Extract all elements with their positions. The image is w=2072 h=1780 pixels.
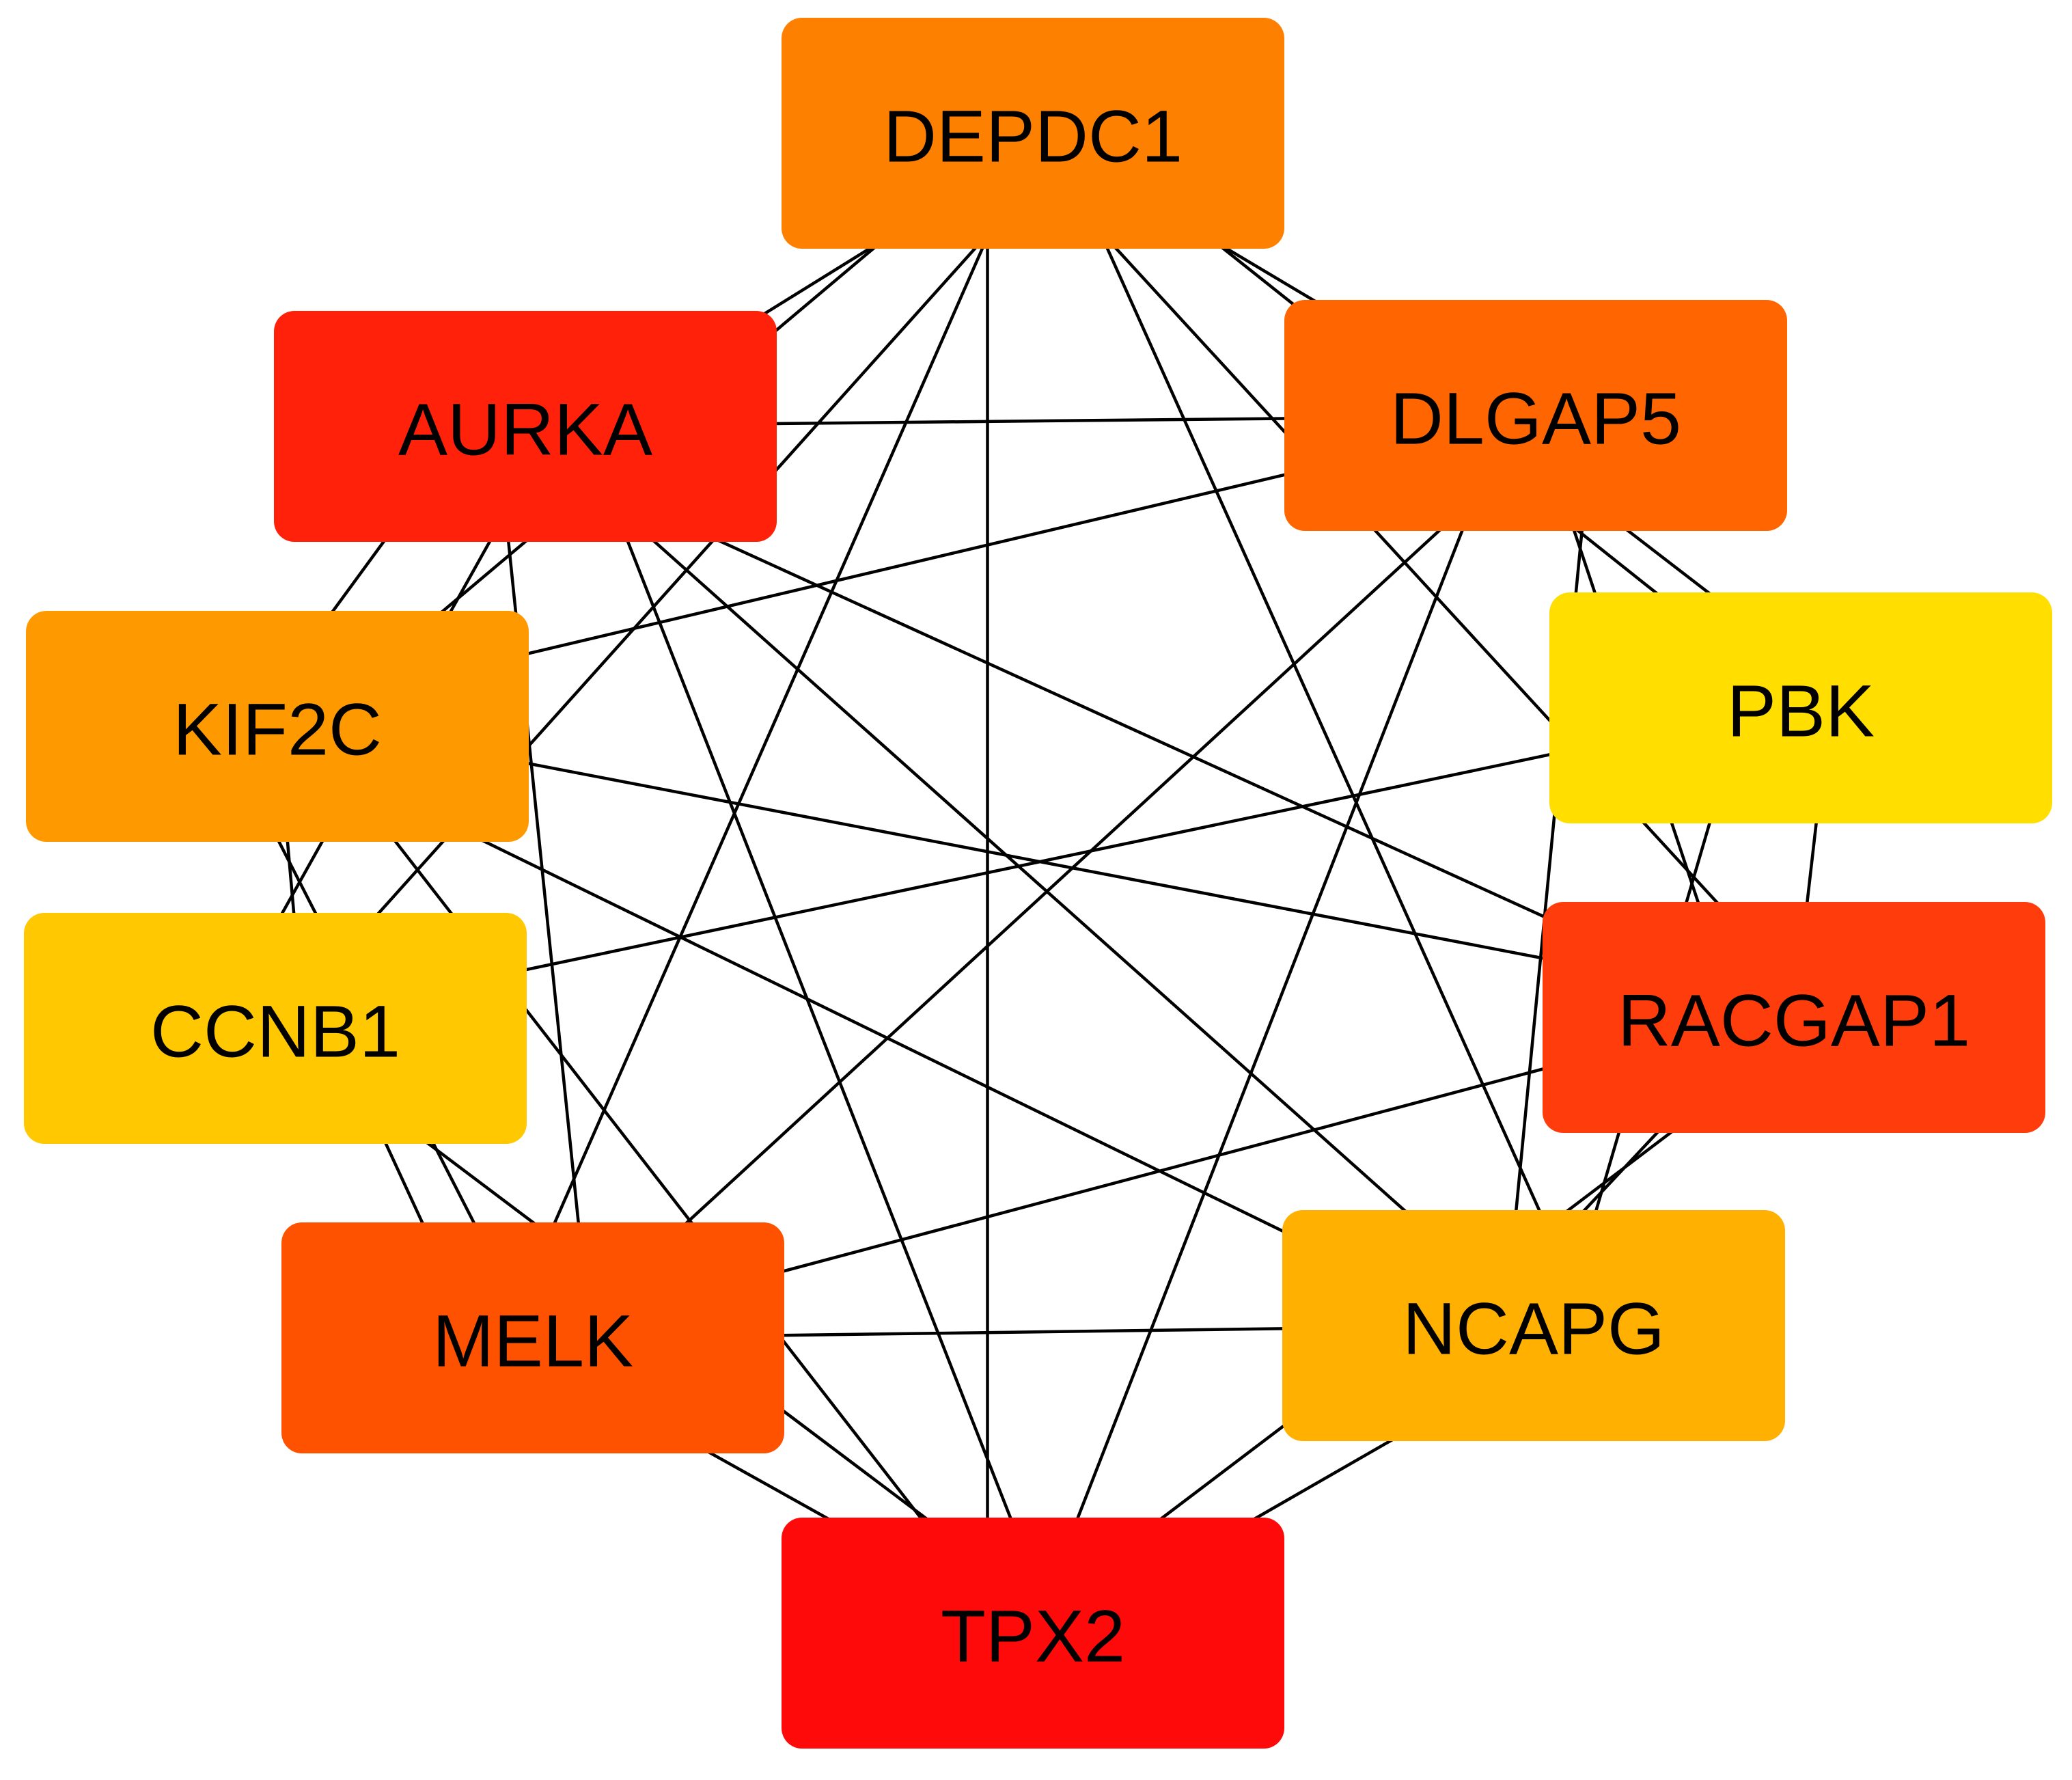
edge-depdc1-melk [502, 133, 1035, 1339]
node-box-ncapg [1282, 1210, 1785, 1441]
node-label-depdc1: DEPDC1 [883, 95, 1183, 178]
node-ncapg[interactable]: NCAPG [1282, 1210, 1785, 1441]
node-tpx2[interactable]: TPX2 [782, 1518, 1284, 1749]
node-box-melk [281, 1222, 784, 1453]
node-depdc1[interactable]: DEPDC1 [782, 18, 1284, 249]
node-melk[interactable]: MELK [281, 1222, 784, 1453]
edge-depdc1-racgap1 [1009, 132, 1824, 1019]
edge-tpx2-kif2c [305, 725, 1012, 1634]
node-box-ccnb1 [24, 913, 527, 1144]
node-label-kif2c: KIF2C [173, 688, 382, 771]
edge-dlgap5-tpx2 [1031, 415, 1509, 1634]
node-box-tpx2 [782, 1518, 1284, 1749]
node-dlgap5[interactable]: DLGAP5 [1284, 300, 1787, 531]
node-box-racgap1 [1543, 902, 2045, 1133]
node-box-kif2c [26, 611, 529, 842]
edge-depdc1-ccnb1 [274, 132, 1080, 1030]
edge-ncapg-aurka [524, 425, 1535, 1327]
node-box-aurka [274, 311, 777, 542]
node-pbk[interactable]: PBK [1549, 592, 2052, 823]
node-label-pbk: PBK [1727, 670, 1875, 752]
edge-dlgap5-ncapg [1503, 415, 1595, 1326]
node-aurka[interactable]: AURKA [274, 311, 777, 542]
node-label-melk: MELK [432, 1300, 633, 1382]
node-label-ccnb1: CCNB1 [150, 990, 400, 1073]
node-kif2c[interactable]: KIF2C [26, 611, 529, 842]
edge-depdc1-ncapg [1054, 133, 1593, 1326]
edge-dlgap5-melk [560, 414, 1566, 1339]
node-label-aurka: AURKA [398, 388, 652, 471]
edge-melk-aurka [495, 426, 592, 1339]
node-label-tpx2: TPX2 [941, 1595, 1125, 1678]
node-box-pbk [1549, 592, 2052, 823]
node-box-depdc1 [782, 18, 1284, 249]
node-label-dlgap5: DLGAP5 [1390, 377, 1681, 460]
node-label-ncapg: NCAPG [1403, 1287, 1665, 1370]
node-racgap1[interactable]: RACGAP1 [1543, 902, 2045, 1133]
node-label-racgap1: RACGAP1 [1618, 979, 1970, 1062]
edge-tpx2-aurka [581, 426, 1058, 1634]
node-ccnb1[interactable]: CCNB1 [24, 913, 527, 1144]
node-box-dlgap5 [1284, 300, 1787, 531]
